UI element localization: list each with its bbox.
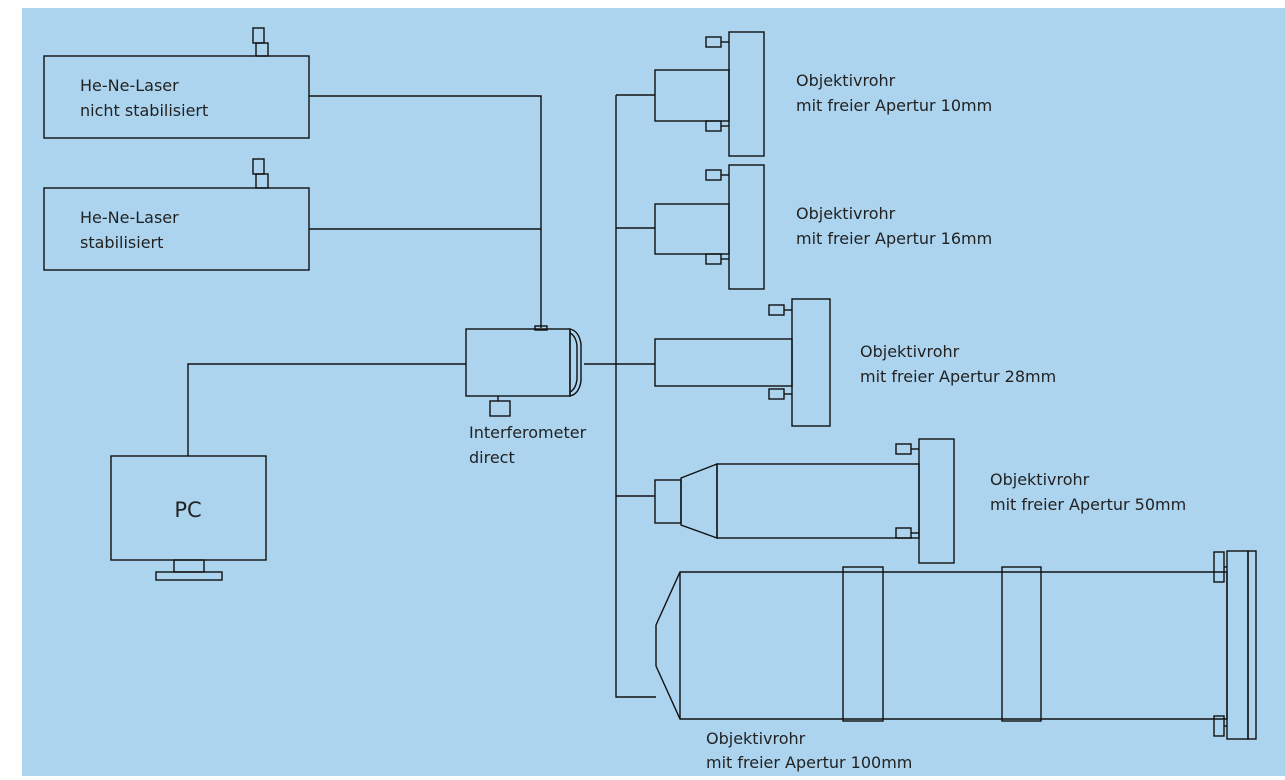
interferometer [465,325,582,417]
interferometer-lens-inner [569,332,578,393]
objective-100mm [655,550,1257,740]
interferometer-label-line1: Interferometer [469,423,587,442]
objective-50mm-label-line2: mit freier Apertur 50mm [990,495,1186,514]
objective-10mm [654,31,765,157]
laser-stabilized-label-line1: He-Ne-Laser [80,208,179,227]
laser-stabilized-knob [252,158,265,175]
objective-bus-line [615,95,656,698]
laser-unstabilized [43,27,310,139]
interferometer-input-port [534,325,548,331]
laser-stabilized [43,158,310,271]
pc-computer [110,455,267,581]
objective-10mm-label-line2: mit freier Apertur 10mm [796,96,992,115]
objective-16mm-label-line1: Objektivrohr [796,204,896,223]
objective-10mm-flange [728,31,765,157]
laser-unstabilized-label-line1: He-Ne-Laser [80,76,179,95]
objective-100mm-flange-plate-2 [1247,550,1257,740]
interferometer-knob [489,400,511,417]
objective-100mm-label-line2: mit freier Apertur 100mm [706,753,912,772]
laser-unstabilized-knob [252,27,265,44]
laser-unstabilized-body [43,55,310,139]
laser-stabilized-body [43,187,310,271]
laser-stabilized-label-line2: stabilisiert [80,233,163,252]
interferometer-label-line2: direct [469,448,515,467]
objective-50mm-label-line1: Objektivrohr [990,470,1090,489]
laser1-connection-line [309,95,542,328]
laser-unstabilized-label-line2: nicht stabilisiert [80,101,208,120]
interferometer-lens [569,328,582,397]
objective-100mm-label-line1: Objektivrohr [706,729,806,748]
objective-10mm-label-line1: Objektivrohr [796,71,896,90]
objective-100mm-ring-1 [842,566,884,722]
diagram-background [22,8,1285,776]
objective-28mm-label-line1: Objektivrohr [860,342,960,361]
objective-28mm-flange [791,298,831,427]
pc-label: PC [174,498,201,522]
objective-28mm [654,298,831,427]
pc-monitor-base [155,571,223,581]
objective-50mm [654,438,955,564]
objective-16mm-label-line2: mit freier Apertur 16mm [796,229,992,248]
connection-lines [187,94,656,698]
objective-16mm [654,164,765,290]
objective-50mm-flange [918,438,955,564]
objective-100mm-ring-2 [1001,566,1042,722]
pc-connection-line [187,363,466,456]
objective-28mm-label-line2: mit freier Apertur 28mm [860,367,1056,386]
objective-16mm-flange [728,164,765,290]
